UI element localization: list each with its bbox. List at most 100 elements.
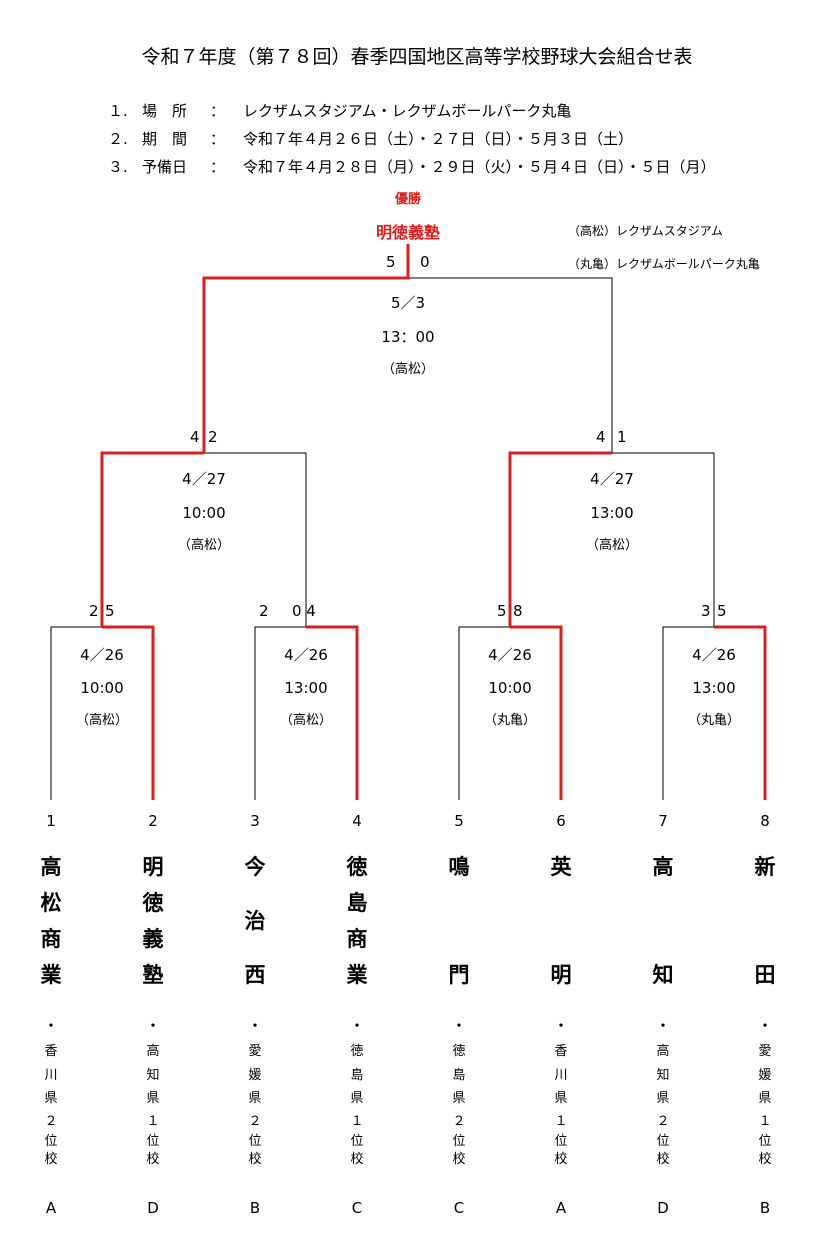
final-date: 5／3 (390, 294, 426, 312)
team-rank-char: 位 (758, 1134, 772, 1149)
team-rank-char: １ (758, 1114, 772, 1129)
team-rank-char: 位 (44, 1134, 58, 1149)
team-pref-char: 県 (758, 1091, 772, 1106)
team-seed-3: 3 (250, 812, 260, 830)
team-rank-char: ２ (452, 1114, 466, 1129)
team-pref-char: 知 (146, 1068, 160, 1083)
team-seed-6: 6 (556, 812, 566, 830)
team-pref-char: 県 (554, 1091, 568, 1106)
team-pref-char: 媛 (758, 1068, 772, 1083)
team-separator-dot: ・ (248, 1019, 262, 1034)
team-seed-4: 4 (352, 812, 362, 830)
team-rank-char: 校 (248, 1152, 262, 1167)
team-rank-char: 位 (554, 1134, 568, 1149)
sf1-time: 10:00 (182, 504, 226, 522)
info-num-2: ２. (108, 130, 128, 148)
team-name-char: 塾 (142, 963, 164, 987)
team-name-char: 門 (448, 963, 470, 987)
team-name-char: 知 (652, 963, 674, 987)
qf3-venue: （丸亀） (483, 713, 537, 728)
team-rank-char: １ (146, 1114, 160, 1129)
team-block-5: C (453, 1199, 465, 1217)
team-name-char: 商 (346, 927, 368, 951)
sf2-date: 4／27 (590, 470, 634, 488)
qf1-score-left: 2 (89, 602, 99, 620)
team-block-1: A (45, 1199, 57, 1217)
team-rank-char: 校 (350, 1152, 364, 1167)
qf2-score-right: 0 4 (292, 602, 316, 620)
info-label-reserve: 予備日 (142, 158, 188, 176)
bracket-line-qf1-win (100, 451, 204, 627)
team-rank-char: ２ (248, 1114, 262, 1129)
team-pref-char: 県 (656, 1091, 670, 1106)
team-block-7: D (657, 1199, 669, 1217)
sf1-score-left: 4 (190, 428, 200, 446)
bracket-line-team7 (662, 626, 714, 800)
team-rank-char: 校 (554, 1152, 568, 1167)
champion-name: 明徳義塾 (375, 223, 441, 242)
info-value-venue: レクザムスタジアム・レクザムボールパーク丸亀 (243, 102, 572, 120)
team-name-char: 高 (652, 855, 674, 879)
team-rank-char: 校 (44, 1152, 58, 1167)
team-rank-char: 校 (146, 1152, 160, 1167)
qf2-venue: （高松） (279, 713, 333, 728)
team-seed-8: 8 (760, 812, 770, 830)
team-pref-char: 愛 (248, 1044, 262, 1059)
page-title: 令和７年度（第７８回）春季四国地区高等学校野球大会組合せ表 (141, 46, 693, 68)
info-sep-3: ： (210, 158, 226, 176)
team-pref-char: 県 (248, 1091, 262, 1106)
team-name-char: 島 (346, 891, 368, 915)
sf1-date: 4／27 (182, 470, 226, 488)
team-name-char: 業 (40, 963, 62, 987)
bracket-line-team2-win (102, 625, 155, 800)
team-name-char: 西 (244, 963, 266, 987)
team-pref-char: 愛 (758, 1044, 772, 1059)
bracket-line-sf1-win (202, 244, 410, 453)
final-time: 13：00 (381, 328, 435, 346)
bracket-line-qf3-win (508, 451, 612, 627)
team-block-8: B (759, 1199, 771, 1217)
team-pref-char: 県 (350, 1091, 364, 1106)
qf4-venue: （丸亀） (687, 713, 741, 728)
team-rank-char: ２ (44, 1114, 58, 1129)
team-pref-char: 香 (44, 1044, 58, 1059)
sf1-venue: （高松） (177, 538, 231, 553)
team-name-char: 松 (40, 891, 62, 915)
info-label-venue: 場 所 (142, 102, 188, 120)
sf2-score-left: 4 (596, 428, 606, 446)
info-label-period: 期 間 (142, 130, 188, 148)
sf2-venue: （高松） (585, 538, 639, 553)
final-score-left: 5 (386, 253, 396, 271)
team-pref-char: 島 (452, 1068, 466, 1083)
team-name-char: 英 (550, 855, 572, 879)
qf2-score-left: 2 (259, 602, 269, 620)
bracket-line-qf2-loser (204, 452, 307, 627)
qf4-time: 13:00 (692, 679, 736, 697)
winner-label: 優勝 (394, 192, 422, 207)
bracket-line-team5 (458, 626, 510, 800)
bracket-line-team8-win (714, 625, 767, 800)
team-rank-char: 校 (758, 1152, 772, 1167)
team-rank-char: 位 (248, 1134, 262, 1149)
team-name-char: 業 (346, 963, 368, 987)
team-pref-char: 香 (554, 1044, 568, 1059)
team-name-char: 田 (754, 963, 776, 987)
qf4-score-right: 5 (717, 602, 727, 620)
sf1-score-right: 2 (208, 428, 218, 446)
team-pref-char: 県 (44, 1091, 58, 1106)
team-rank-char: 位 (350, 1134, 364, 1149)
info-value-period: 令和７年４月２６日（土）・２７日（日）・５月３日（土） (243, 130, 634, 148)
info-num-1: １. (108, 102, 128, 120)
bracket-line-team3 (254, 626, 306, 800)
team-pref-char: 媛 (248, 1068, 262, 1083)
qf2-time: 13:00 (284, 679, 328, 697)
qf1-time: 10:00 (80, 679, 124, 697)
team-rank-char: ２ (656, 1114, 670, 1129)
team-rank-char: 位 (452, 1134, 466, 1149)
qf3-date: 4／26 (488, 646, 532, 664)
info-num-3: ３. (108, 158, 128, 176)
team-rank-char: 位 (656, 1134, 670, 1149)
team-seed-2: 2 (148, 812, 158, 830)
team-separator-dot: ・ (146, 1019, 160, 1034)
team-pref-char: 県 (452, 1091, 466, 1106)
